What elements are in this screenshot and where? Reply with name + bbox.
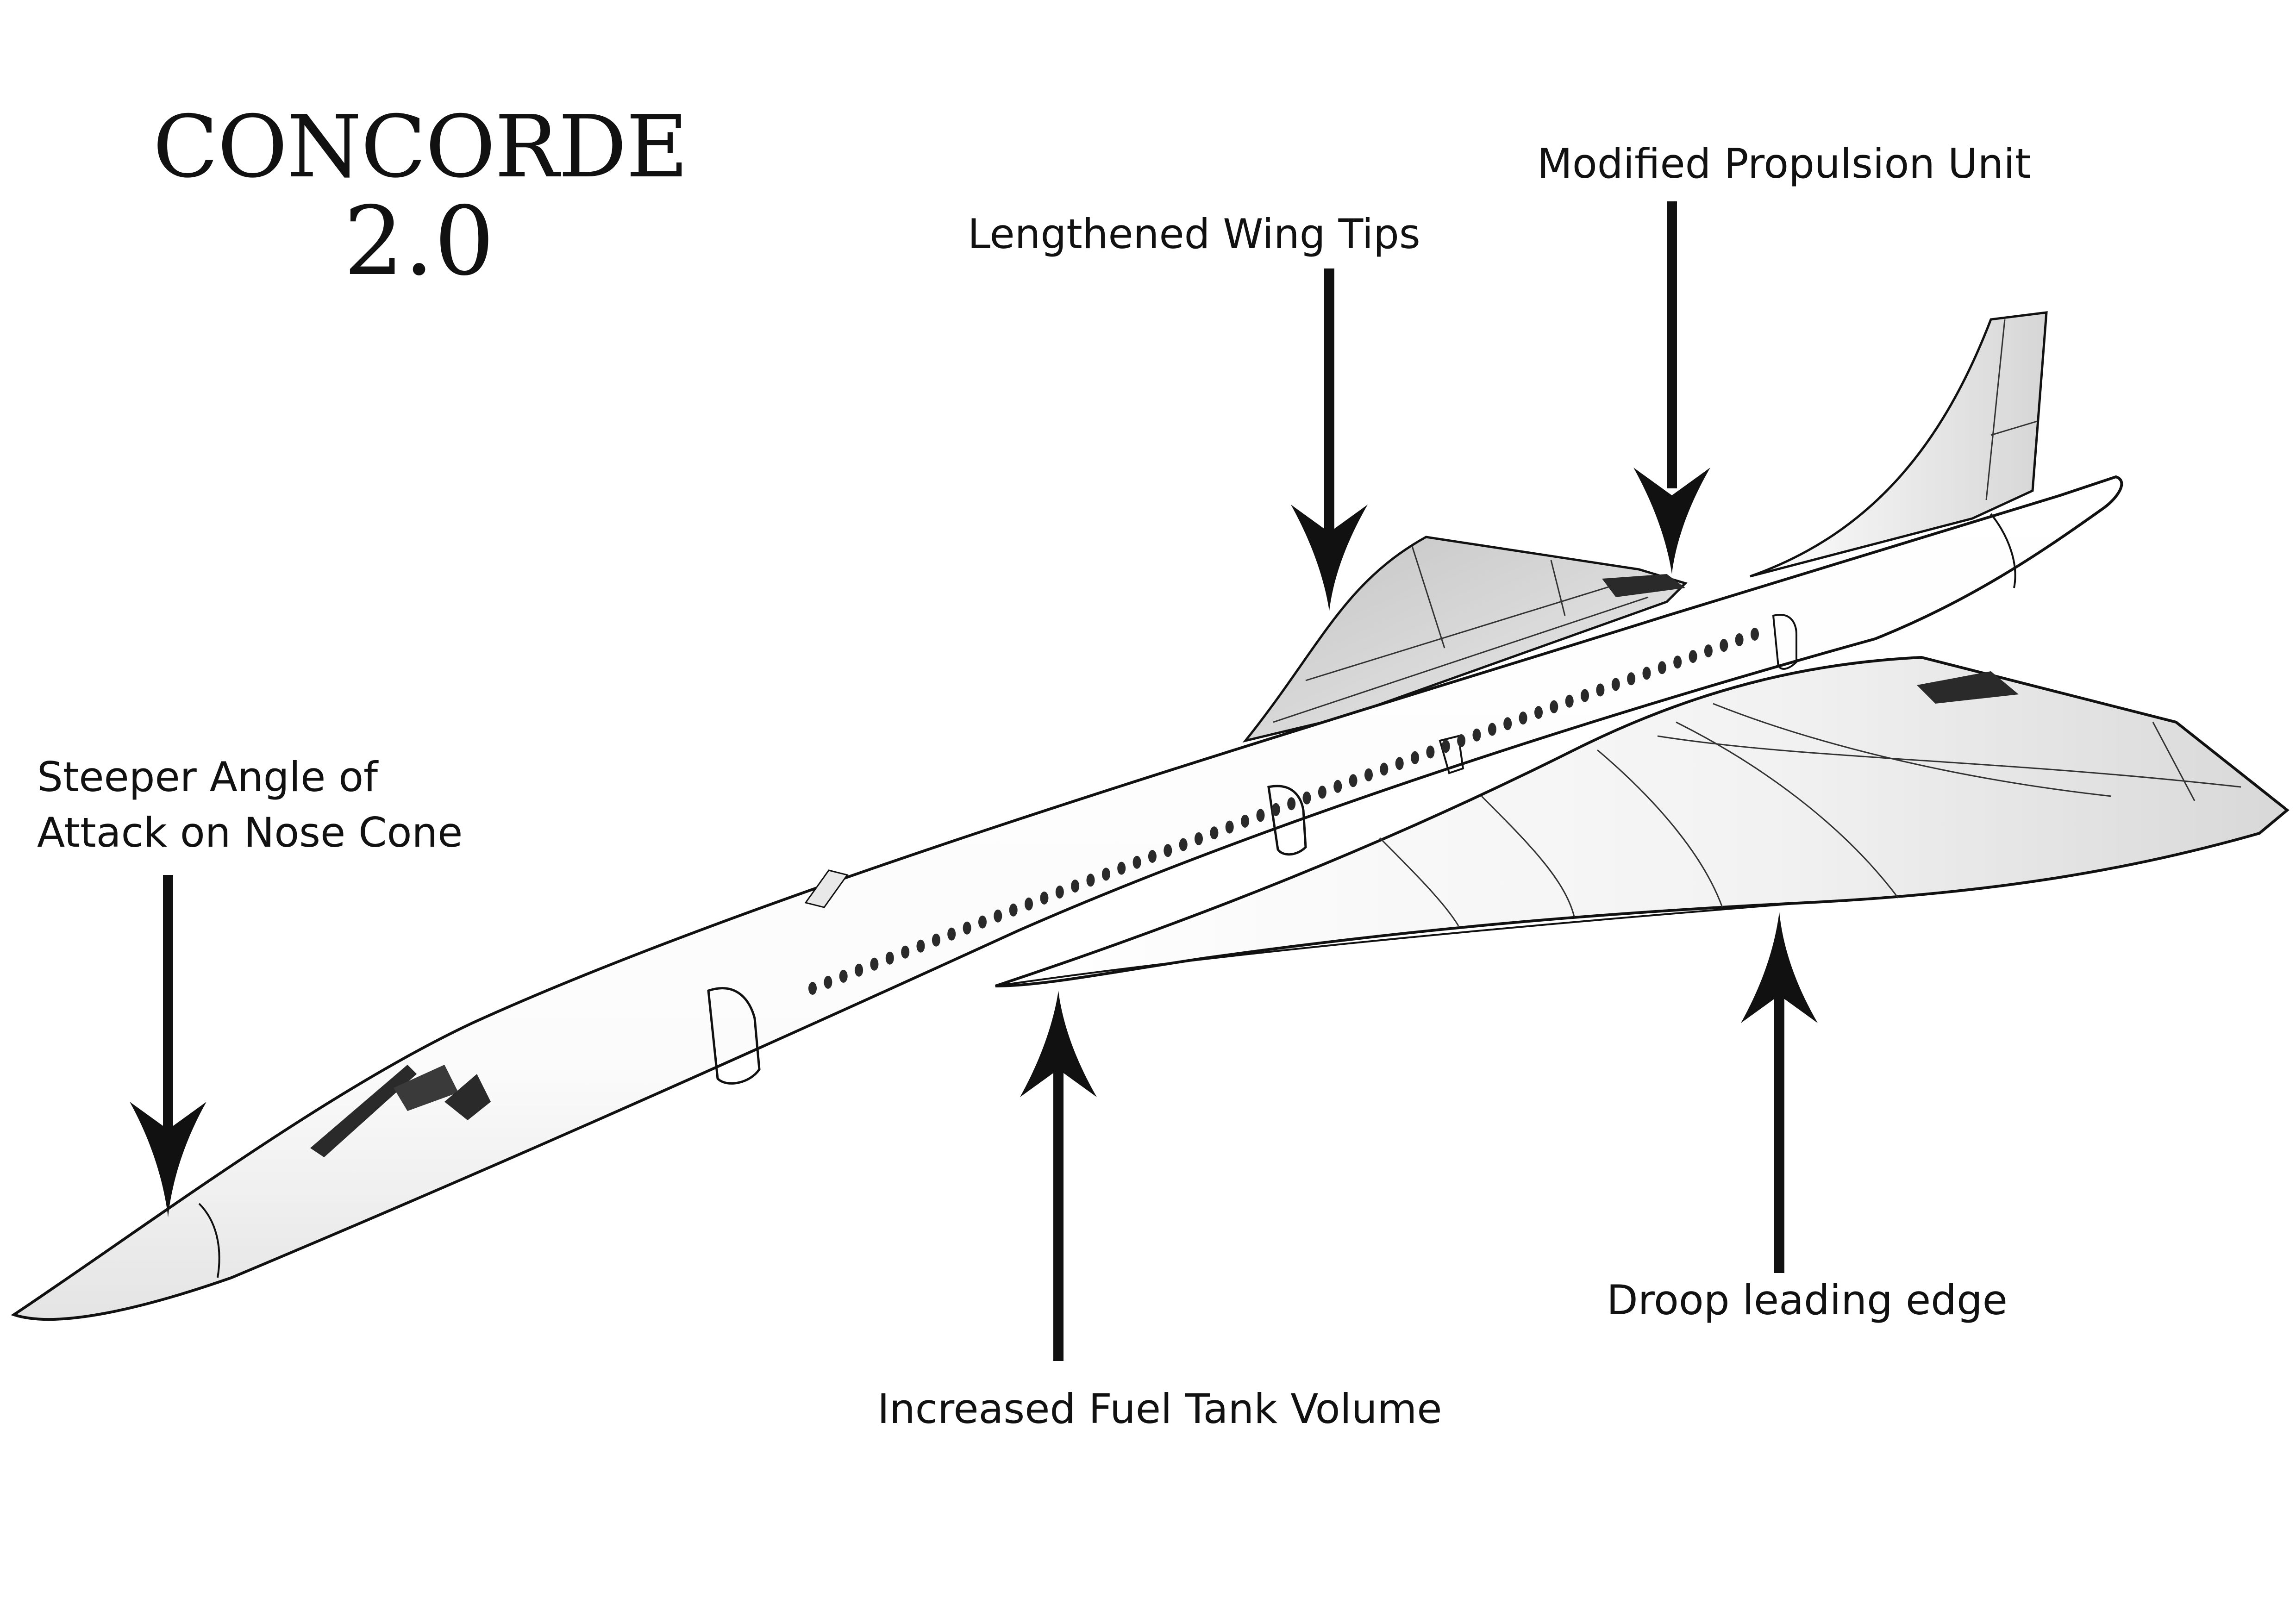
passenger-window	[839, 970, 848, 983]
arrow-nose	[130, 875, 206, 1217]
passenger-window	[1442, 740, 1450, 753]
callout-fuel: Increased Fuel Tank Volume	[877, 1389, 1442, 1429]
passenger-window	[1658, 661, 1666, 674]
passenger-window	[1333, 780, 1342, 793]
passenger-window	[886, 952, 894, 965]
passenger-window	[1380, 763, 1388, 776]
passenger-window	[1349, 774, 1358, 787]
callout-propulsion: Modified Propulsion Unit	[1537, 144, 2031, 184]
diagram-title: CONCORDE	[153, 104, 685, 190]
passenger-window	[1148, 850, 1157, 863]
passenger-window	[1534, 706, 1543, 719]
callout-nose-line1: Steeper Angle of	[37, 757, 378, 798]
callout-droop: Droop leading edge	[1607, 1280, 2008, 1321]
passenger-window	[1318, 786, 1326, 799]
passenger-window	[1133, 856, 1141, 869]
passenger-window	[1596, 684, 1604, 697]
passenger-window	[1457, 734, 1465, 747]
passenger-window	[901, 946, 909, 959]
passenger-window	[1071, 880, 1079, 893]
arrow-wingtips	[1291, 268, 1368, 611]
passenger-window	[824, 976, 832, 989]
passenger-window	[1056, 886, 1064, 899]
passenger-window	[1226, 821, 1234, 834]
arrow-propulsion	[1633, 201, 1710, 574]
passenger-window	[1272, 803, 1280, 816]
passenger-window	[1751, 628, 1759, 641]
passenger-window	[932, 934, 940, 947]
passenger-window	[1581, 689, 1589, 702]
passenger-window	[1488, 723, 1496, 736]
passenger-window	[1009, 904, 1018, 917]
passenger-window	[1411, 751, 1419, 764]
passenger-window	[1612, 678, 1620, 691]
callout-nose-line2: Attack on Nose Cone	[37, 812, 463, 853]
passenger-window	[1426, 746, 1434, 759]
passenger-window	[1643, 667, 1651, 680]
passenger-window	[1241, 815, 1249, 828]
passenger-window	[870, 958, 878, 971]
passenger-window	[1040, 892, 1048, 905]
passenger-window	[1364, 768, 1373, 781]
passenger-window	[994, 910, 1002, 923]
passenger-window	[1179, 838, 1188, 851]
passenger-window	[978, 916, 987, 929]
passenger-window	[1673, 655, 1682, 668]
passenger-window	[1565, 695, 1574, 708]
passenger-window	[1117, 862, 1126, 875]
passenger-window	[1704, 644, 1713, 657]
passenger-window	[1195, 832, 1203, 845]
passenger-window	[855, 964, 863, 977]
arrow-droop	[1741, 912, 1818, 1273]
passenger-window	[1025, 898, 1033, 911]
passenger-window	[1087, 874, 1095, 886]
passenger-window	[1102, 868, 1110, 880]
arrow-fuel	[1020, 991, 1097, 1361]
passenger-window	[1210, 826, 1218, 839]
callout-wingtips: Lengthened Wing Tips	[968, 214, 1420, 255]
passenger-window	[917, 940, 925, 953]
passenger-window	[1164, 844, 1172, 857]
diagram-subtitle: 2.0	[153, 194, 685, 289]
passenger-window	[808, 982, 817, 995]
passenger-window	[1395, 757, 1404, 770]
passenger-window	[963, 922, 971, 935]
passenger-window	[1519, 712, 1527, 724]
passenger-window	[947, 928, 956, 941]
passenger-window	[1303, 792, 1311, 805]
passenger-window	[1627, 672, 1635, 685]
passenger-window	[1689, 650, 1697, 663]
passenger-window	[1550, 700, 1558, 713]
passenger-window	[1287, 797, 1295, 810]
passenger-window	[1473, 729, 1481, 742]
passenger-window	[1257, 809, 1265, 822]
passenger-window	[1735, 633, 1744, 646]
passenger-window	[1720, 639, 1728, 652]
passenger-window	[1503, 717, 1512, 730]
